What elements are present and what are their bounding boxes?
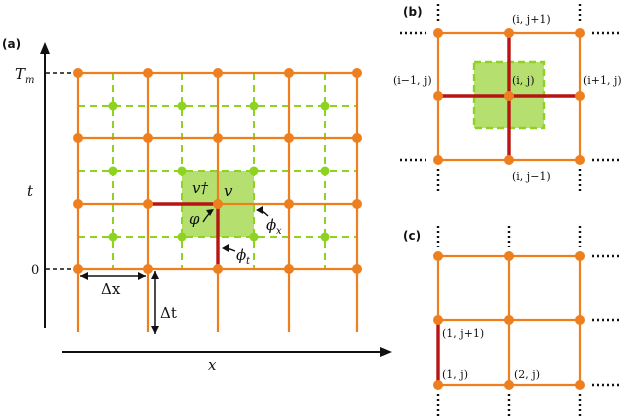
label-phi-x: ϕ x: [266, 216, 282, 237]
t-axis: [40, 42, 50, 328]
svg-text:T: T: [15, 65, 26, 83]
panel-c-label: (c): [403, 229, 421, 243]
dual-sites: [108, 101, 330, 242]
ellipsis-b: [400, 4, 620, 192]
sites-b: [433, 28, 585, 165]
label-node-right: (2, j): [514, 368, 540, 381]
label-phi-t: ϕ t: [236, 246, 251, 267]
label-top: (i, j+1): [512, 13, 551, 26]
panel-b: (b) (i, j+1) (i−1, j) (i, j) (i+1, j) (i…: [393, 4, 622, 192]
label-left: (i−1, j): [393, 74, 432, 87]
label-center: (i, j): [512, 74, 535, 87]
delta-t-label: Δt: [160, 304, 177, 322]
svg-text:x: x: [276, 226, 282, 237]
highlight-links: [148, 202, 220, 269]
label-right: (i+1, j): [583, 74, 622, 87]
panel-b-label: (b): [403, 5, 423, 19]
label-v: v: [224, 182, 233, 200]
delta-t-marker: [151, 271, 159, 334]
ellipsis-c: [436, 226, 620, 418]
svg-text:m: m: [25, 75, 34, 86]
panel-c: (c) (1, j+1) (1, j) (2, j): [403, 226, 620, 418]
t-axis-title: t: [27, 182, 34, 200]
panel-a: (a) t x T m 0: [2, 37, 392, 374]
label-bottom: (i, j−1): [512, 170, 551, 183]
panel-a-label: (a): [2, 37, 21, 51]
svg-text:ϕ: ϕ: [266, 216, 276, 234]
label-node-upper: (1, j+1): [442, 327, 484, 340]
label-node-lower: (1, j): [442, 368, 468, 381]
label-varphi: φ: [189, 210, 200, 228]
label-v-dagger: v†: [192, 179, 208, 197]
sites-c: [433, 251, 585, 390]
tick-zero: 0: [31, 263, 39, 278]
delta-x-label: Δx: [101, 280, 121, 298]
svg-text:t: t: [246, 256, 251, 267]
x-axis-title: x: [208, 356, 217, 374]
delta-x-marker: [80, 272, 146, 280]
x-axis: [62, 347, 392, 357]
tick-tm: T m: [15, 65, 34, 86]
svg-text:ϕ: ϕ: [236, 246, 246, 264]
lattice-sites: [73, 68, 362, 274]
